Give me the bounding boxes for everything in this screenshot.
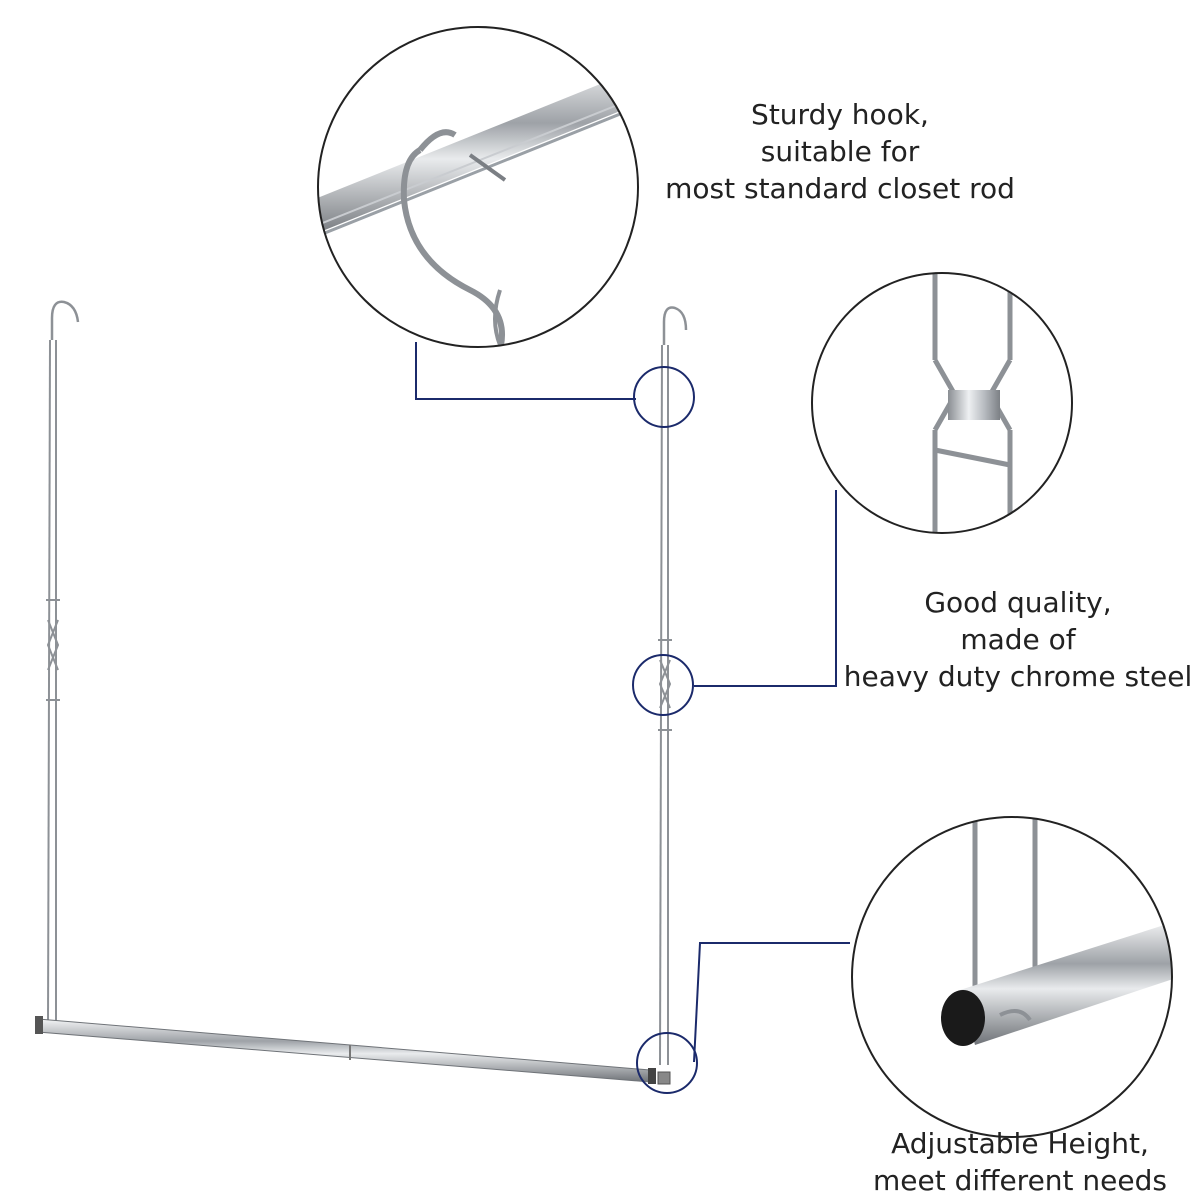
hook-detail-circle — [317, 26, 639, 348]
hook-caption-line-1: Sturdy hook, — [751, 98, 929, 131]
steel-caption-line-1: Good quality, — [924, 586, 1112, 619]
height-caption-line-2: meet different needs — [873, 1164, 1167, 1197]
steel-detail-circle — [811, 272, 1073, 534]
steel-caption-line-2: made of — [960, 623, 1076, 656]
callout-connectors — [415, 342, 850, 1094]
closet-rod — [35, 1016, 671, 1085]
hook-caption: Sturdy hook, suitable for most standard … — [640, 96, 1040, 207]
hook-caption-line-3: most standard closet rod — [665, 172, 1015, 205]
left-hanger — [46, 300, 80, 1026]
steel-caption: Good quality, made of heavy duty chrome … — [836, 584, 1200, 695]
steel-caption-line-3: heavy duty chrome steel — [843, 660, 1193, 693]
hook-caption-line-2: suitable for — [760, 135, 920, 168]
height-caption: Adjustable Height, meet different needs — [840, 1125, 1200, 1199]
height-detail-circle — [851, 816, 1173, 1138]
height-caption-line-1: Adjustable Height, — [891, 1127, 1149, 1160]
right-hanger — [658, 306, 688, 1066]
